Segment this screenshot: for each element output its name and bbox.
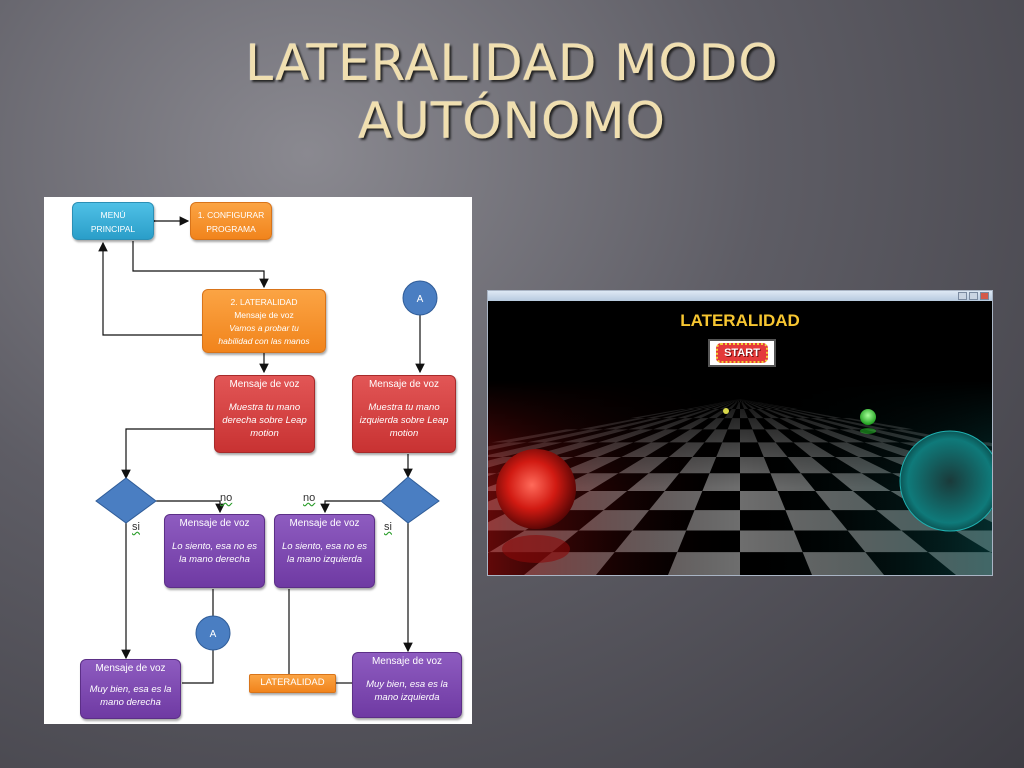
game-screenshot: LATERALIDAD START: [487, 290, 993, 576]
ok-right-body: Muy bien, esa es la mano derecha: [89, 684, 172, 708]
line-a-ok-right: [182, 649, 214, 684]
menu-principal-box: MENÚ PRINCIPAL: [72, 202, 154, 240]
arrow-diamond-err-left: [320, 500, 381, 514]
cyan-sphere: [899, 430, 992, 532]
lateralidad-start-line-4: habilidad con las manos: [218, 336, 310, 346]
red-sphere: [496, 449, 576, 529]
err-left-body: Lo siento, esa no es la mano izquierda: [281, 541, 368, 565]
err-right-body: Lo siento, esa no es la mano derecha: [171, 541, 258, 565]
ok-left-hand-box: Mensaje de voz Muy bien, esa es la mano …: [352, 652, 462, 718]
msg-right-hand-box: Mensaje de voz Muestra tu mano derecha s…: [214, 375, 315, 453]
connector-a-top-label: A: [417, 294, 424, 305]
slide-title: LATERALIDAD MODO AUTÓNOMO: [0, 34, 1024, 150]
green-sphere: [860, 409, 876, 425]
label-si-left: si: [384, 521, 392, 533]
lateralidad-start-line-1: 2. LATERALIDAD: [230, 297, 298, 307]
arrow-menu-lateralidad: [132, 241, 269, 289]
start-button[interactable]: START: [708, 339, 776, 367]
window-titlebar: [488, 291, 992, 301]
err-left-head: Mensaje de voz: [289, 518, 360, 529]
decision-diamond-left-hand: [380, 476, 440, 524]
msg-left-hand-box: Mensaje de voz Muestra tu mano izquierda…: [352, 375, 456, 453]
arrow-lateralidad-menu: [98, 241, 202, 336]
ok-right-head: Mensaje de voz: [95, 663, 166, 674]
msg-right-body: Muestra tu mano derecha sobre Leap motio…: [222, 402, 307, 439]
yellow-sphere: [723, 408, 729, 414]
ok-left-head: Mensaje de voz: [371, 656, 443, 667]
label-si-right: si: [132, 521, 140, 533]
ok-right-hand-box: Mensaje de voz Muy bien, esa es la mano …: [80, 659, 181, 719]
config-line-1: 1. CONFIGURAR: [197, 210, 265, 220]
label-no-left: no: [303, 492, 316, 504]
window-controls: [958, 292, 989, 300]
arrow-diamond-err-right: [156, 500, 225, 514]
arrow-msg-right-diamond: [121, 428, 214, 480]
lateralidad-start-line-2: Mensaje de voz: [234, 310, 294, 320]
game-scene: [488, 381, 992, 575]
msg-right-head: Mensaje de voz: [229, 379, 300, 390]
start-button-label: START: [716, 343, 768, 363]
game-title: LATERALIDAD: [680, 311, 800, 330]
minimize-icon[interactable]: [958, 292, 967, 300]
err-right-hand-box: Mensaje de voz Lo siento, esa no es la m…: [164, 514, 265, 588]
lateralidad-start-line-3: Vamos a probar tu: [229, 323, 299, 333]
maximize-icon[interactable]: [969, 292, 978, 300]
flowchart-panel: A A MENÚ PRINCIPAL 1. CONFIGURAR PROGRAM…: [44, 197, 472, 724]
configurar-programa-box: 1. CONFIGURAR PROGRAMA: [190, 202, 272, 240]
label-no-right: no: [220, 492, 233, 504]
connector-a-top: [402, 280, 438, 316]
config-line-2: PROGRAMA: [206, 224, 256, 234]
msg-left-body: Muestra tu mano izquierda sobre Leap mot…: [359, 402, 449, 439]
lateralidad-end-label: LATERALIDAD: [260, 677, 325, 688]
err-left-hand-box: Mensaje de voz Lo siento, esa no es la m…: [274, 514, 375, 588]
flowchart-connectors: A A: [95, 216, 440, 684]
slide-title-line-1: LATERALIDAD MODO: [245, 34, 779, 92]
menu-line-1: MENÚ: [100, 210, 126, 220]
err-right-head: Mensaje de voz: [179, 518, 250, 529]
close-icon[interactable]: [980, 292, 989, 300]
connector-a-bottom-label: A: [210, 629, 217, 640]
menu-line-2: PRINCIPAL: [90, 224, 136, 234]
msg-left-head: Mensaje de voz: [368, 379, 440, 390]
ok-left-body: Muy bien, esa es la mano izquierda: [366, 679, 448, 703]
lateralidad-end-box: LATERALIDAD: [249, 674, 336, 693]
lateralidad-start-box: 2. LATERALIDAD Mensaje de voz Vamos a pr…: [202, 289, 326, 353]
connector-a-bottom: [195, 615, 231, 651]
decision-diamond-right-hand: [95, 477, 157, 524]
slide-title-line-2: AUTÓNOMO: [358, 92, 666, 150]
